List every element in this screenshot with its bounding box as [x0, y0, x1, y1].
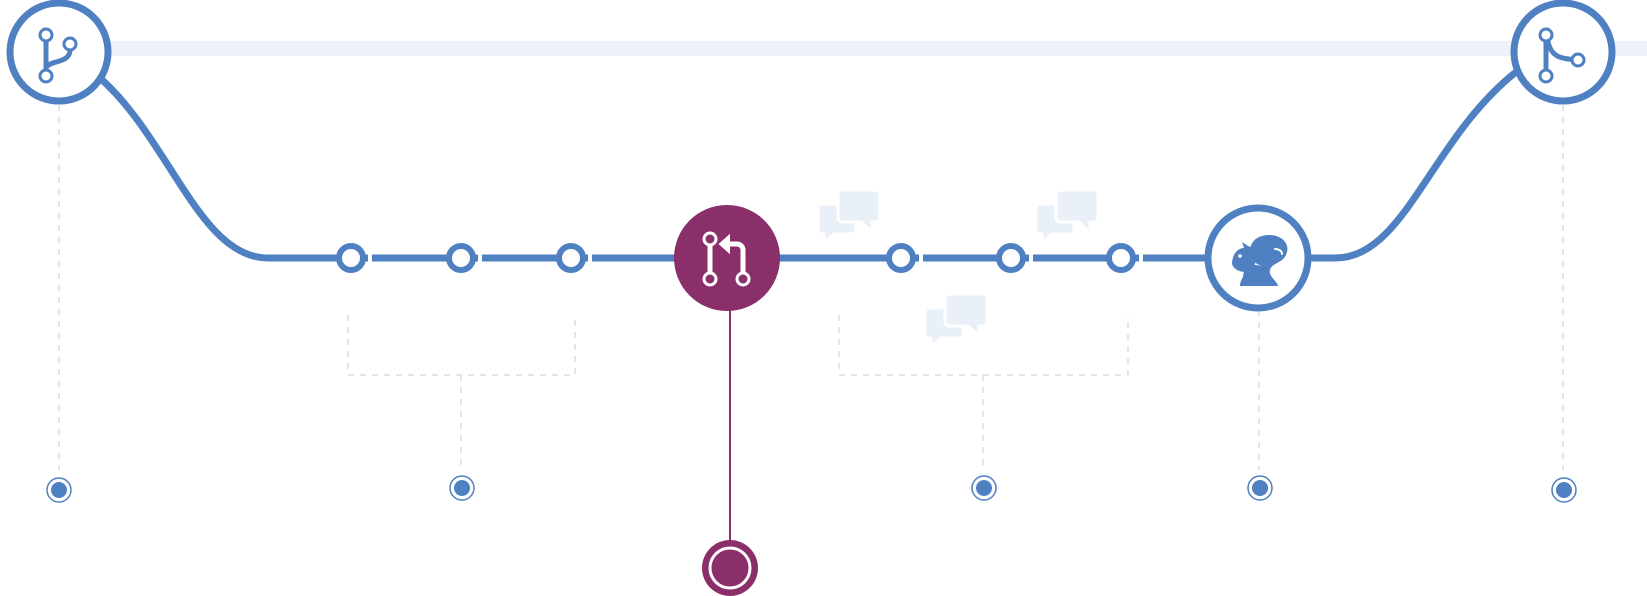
stage-marker[interactable]: [46, 477, 72, 503]
main-track: [100, 41, 1647, 56]
squirrel-icon: [1232, 234, 1288, 286]
comment-bubble-icon: [923, 292, 989, 351]
comment-bubble-icon: [1034, 188, 1100, 247]
pull-request-icon: [702, 231, 751, 287]
branch-node[interactable]: [6, 0, 112, 105]
comment-bubbles: [816, 188, 1100, 351]
stage-marker[interactable]: [971, 475, 997, 501]
commit-node[interactable]: [886, 243, 923, 273]
commit-node[interactable]: [336, 243, 372, 273]
stage-marker[interactable]: [1247, 475, 1273, 501]
commit-node[interactable]: [996, 243, 1033, 273]
commit-node[interactable]: [446, 243, 482, 273]
deploy-node[interactable]: [1204, 204, 1312, 312]
guide-lines: [58, 105, 1564, 470]
merge-icon: [1538, 27, 1586, 84]
feature-branch-line: [96, 68, 1520, 262]
stage-marker[interactable]: [1551, 477, 1577, 503]
guide-bracket-commits: [347, 315, 576, 470]
pull-request-node[interactable]: [674, 205, 780, 311]
stage-marker[interactable]: [449, 475, 475, 501]
commit-nodes: [336, 243, 1143, 273]
branch-icon: [38, 27, 78, 84]
commit-node[interactable]: [1106, 243, 1143, 273]
comment-bubble-icon: [816, 188, 882, 247]
guide-bracket-discussion: [838, 315, 1129, 470]
stage-markers: [46, 475, 1577, 503]
pull-request-terminal[interactable]: [702, 540, 758, 596]
commit-node[interactable]: [556, 243, 592, 273]
merge-node[interactable]: [1510, 0, 1616, 105]
